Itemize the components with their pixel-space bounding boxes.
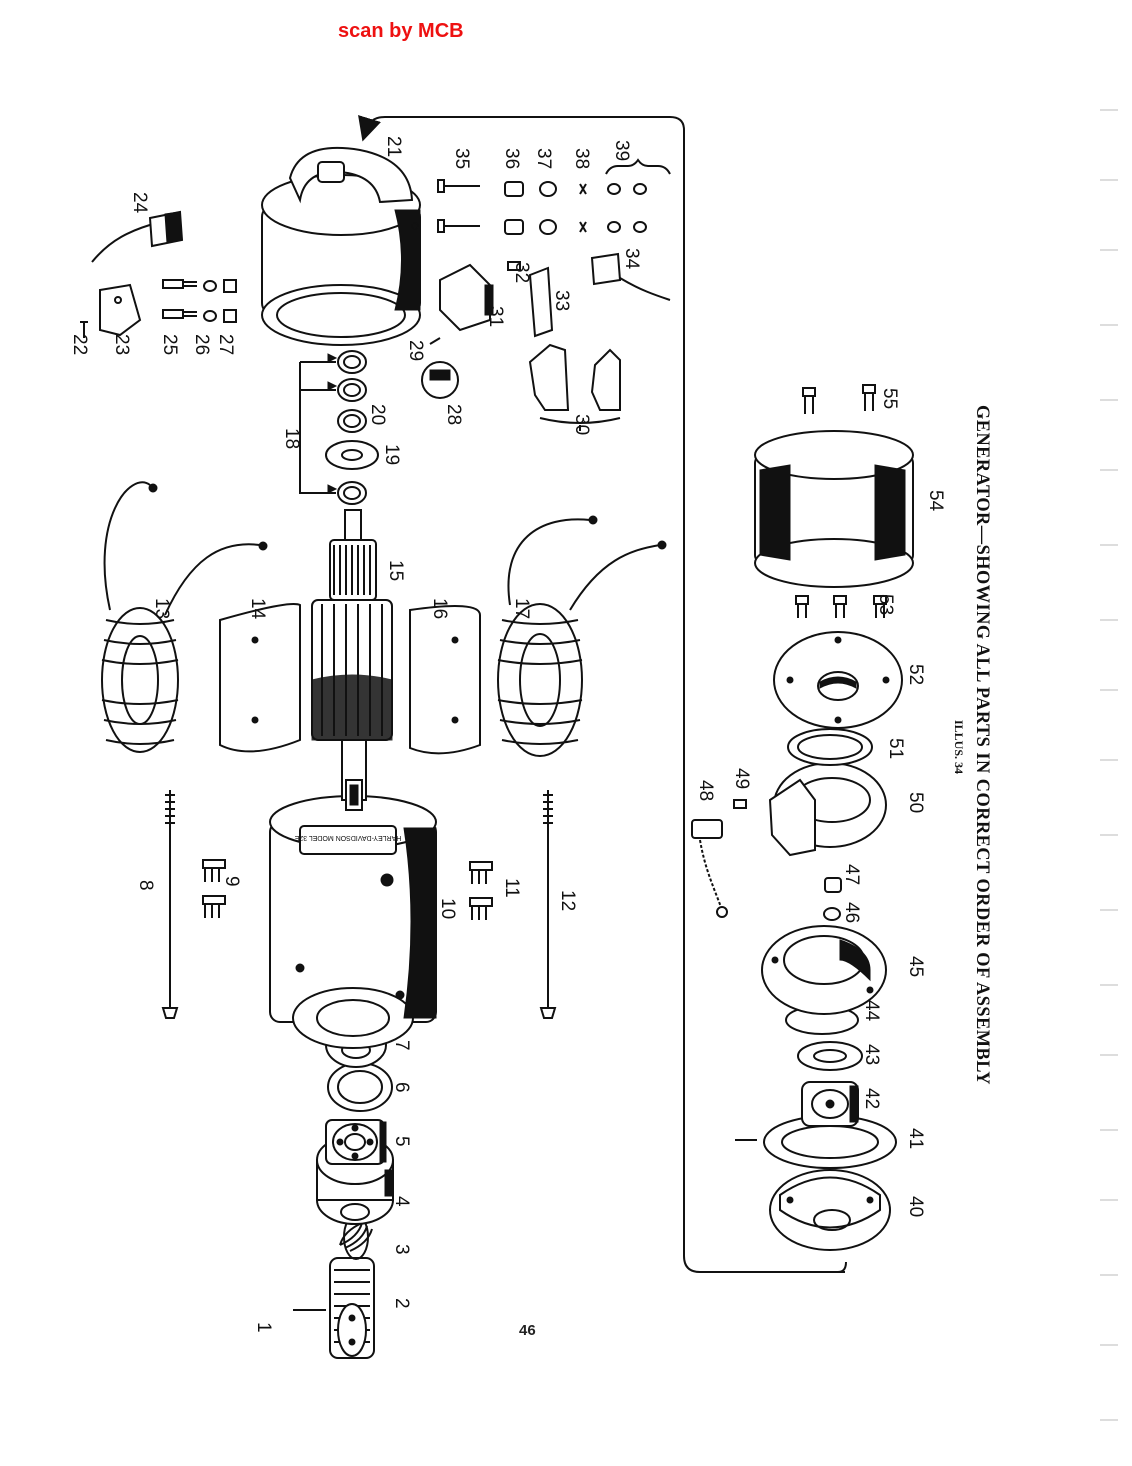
part-cover-band [754, 430, 914, 588]
callout-43: 43 [861, 1044, 882, 1065]
callout-31: 31 [485, 306, 506, 327]
callout-39: 39 [611, 140, 632, 161]
callout-labels: 1 2 3 4 5 6 7 8 9 10 11 12 13 14 15 16 1… [69, 136, 946, 1333]
callout-49: 49 [731, 768, 752, 789]
part-frame-bolt-right [539, 790, 557, 1019]
part-generator-frame: HARLEY-DAVIDSON MODEL 32E [269, 795, 437, 1049]
callout-53: 53 [875, 594, 896, 615]
page-number: 46 [519, 1322, 536, 1339]
callout-13: 13 [151, 598, 172, 619]
callout-17: 17 [511, 598, 532, 619]
callout-4: 4 [391, 1196, 412, 1207]
callout-52: 52 [905, 664, 926, 685]
scan-credit: scan by MCB [338, 20, 464, 42]
callout-32: 32 [511, 262, 532, 283]
part-drive-end-plate [761, 925, 887, 1015]
part-dust-washer [787, 728, 873, 766]
part-pole-shoe-screws-left [202, 859, 226, 918]
part-thrust-washers [299, 350, 379, 505]
part-end-plate-screws [795, 595, 887, 618]
callout-42: 42 [861, 1088, 882, 1109]
nameplate: HARLEY-DAVIDSON MODEL 32E [294, 834, 401, 841]
callout-45: 45 [905, 956, 926, 977]
callout-27: 27 [215, 334, 236, 355]
part-commutator-end-cover [261, 146, 421, 346]
callout-11: 11 [501, 878, 522, 898]
callout-2: 2 [391, 1298, 412, 1309]
callout-38: 38 [571, 148, 592, 169]
callout-19: 19 [381, 444, 402, 465]
callout-9: 9 [221, 876, 242, 887]
callout-28: 28 [443, 404, 464, 425]
callout-20: 20 [367, 404, 388, 425]
illus-label: ILLUS. 34 [952, 720, 966, 774]
callout-3: 3 [391, 1244, 412, 1255]
callout-8: 8 [135, 880, 156, 891]
callout-15: 15 [385, 560, 406, 581]
callout-39-brace [605, 158, 671, 175]
part-washer [327, 1062, 393, 1112]
part-end-plate [773, 631, 903, 729]
callout-48: 48 [695, 780, 716, 801]
callout-37: 37 [533, 148, 554, 169]
callout-18: 18 [281, 428, 302, 449]
callout-14: 14 [247, 598, 268, 620]
part-drive-gear [329, 1257, 375, 1359]
callout-35: 35 [451, 148, 472, 169]
part-field-coil-right [497, 515, 667, 757]
callout-55: 55 [879, 388, 900, 409]
callout-1: 1 [253, 1322, 274, 1333]
part-field-coil-left [101, 481, 268, 753]
part-brush-cover-band [691, 762, 887, 918]
callout-34: 34 [621, 248, 642, 270]
callout-24: 24 [129, 192, 150, 214]
callout-40: 40 [905, 1196, 926, 1217]
callout-26: 26 [191, 334, 212, 355]
part-cover-hardware [437, 179, 647, 235]
part-band-screws [802, 384, 876, 414]
callout-33: 33 [551, 290, 572, 311]
assembly-order-arrow [366, 117, 847, 1273]
part-brush-holder-group [80, 210, 237, 338]
callout-16: 16 [429, 598, 450, 619]
part-pole-shoe-screws-right [469, 861, 493, 920]
callout-36: 36 [501, 148, 522, 169]
callout-25: 25 [159, 334, 180, 355]
part-pole-shoe-left [219, 603, 301, 753]
part-frame-bolt-left [161, 790, 179, 1019]
callout-5: 5 [391, 1136, 412, 1147]
part-pole-shoe-right [409, 605, 481, 755]
part-drive-end-cover [769, 1169, 891, 1251]
callout-6: 6 [391, 1082, 412, 1093]
callout-51: 51 [885, 738, 906, 759]
part-third-brush-group [439, 252, 671, 338]
callout-29: 29 [405, 340, 426, 361]
callout-23: 23 [111, 334, 132, 355]
part-armature [311, 509, 393, 811]
callout-44: 44 [861, 1000, 882, 1022]
callout-10: 10 [437, 898, 458, 919]
callout-47: 47 [841, 864, 862, 885]
callout-22: 22 [69, 334, 90, 355]
callout-50: 50 [905, 792, 926, 813]
part-drive-bearing [801, 1081, 859, 1127]
figure-caption: GENERATOR—SHOWING ALL PARTS IN CORRECT O… [972, 405, 993, 1085]
callout-21: 21 [383, 136, 404, 157]
callout-46: 46 [841, 902, 862, 923]
part-ball-bearing [325, 1119, 387, 1165]
callout-54: 54 [925, 490, 946, 512]
callout-7: 7 [391, 1040, 412, 1051]
part-drive-washers [785, 1005, 863, 1071]
part-nut-washer [823, 877, 842, 921]
callout-30: 30 [571, 414, 592, 435]
callout-12: 12 [557, 890, 578, 911]
scan-margin-marks [1100, 109, 1118, 1421]
callout-41: 41 [905, 1128, 926, 1149]
part-brush-holder-and-plates [421, 337, 621, 431]
